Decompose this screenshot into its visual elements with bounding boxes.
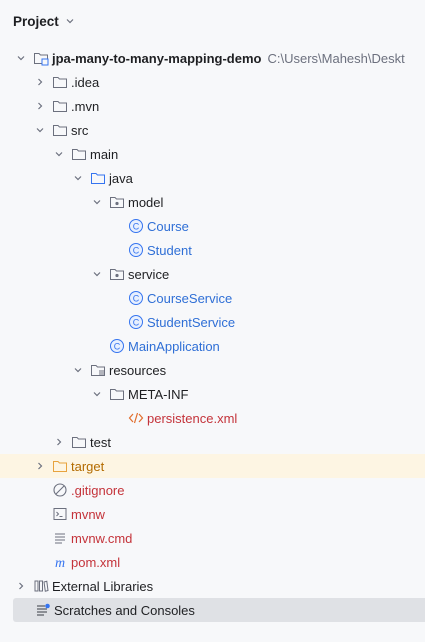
- tree-item-label: model: [128, 194, 164, 210]
- class-icon: C: [128, 314, 144, 330]
- scratches-icon: [35, 602, 51, 618]
- tree-item-label: StudentService: [147, 314, 236, 330]
- project-view-title: Project: [13, 13, 59, 29]
- tree-item-label: MainApplication: [128, 338, 220, 354]
- tree-item-test[interactable]: test: [0, 430, 425, 454]
- svg-text:C: C: [133, 221, 140, 231]
- chevron-right-icon[interactable]: [34, 100, 46, 112]
- tree-item-label: Course: [147, 218, 189, 234]
- class-icon: C: [109, 338, 125, 354]
- shell-script-icon: [52, 506, 68, 522]
- svg-text:C: C: [133, 245, 140, 255]
- class-icon: C: [128, 290, 144, 306]
- tree-item-label: service: [128, 266, 170, 282]
- chevron-right-icon[interactable]: [34, 460, 46, 472]
- tree-item-label: resources: [109, 362, 167, 378]
- tree-item-label: .mvn: [71, 98, 100, 114]
- tree-item-course-service[interactable]: C CourseService: [0, 286, 425, 310]
- tree-item-main-application[interactable]: C MainApplication: [0, 334, 425, 358]
- tree-item-scratches-and-consoles[interactable]: Scratches and Consoles: [13, 598, 425, 622]
- tree-item-meta-inf[interactable]: META-INF: [0, 382, 425, 406]
- chevron-down-icon[interactable]: [53, 148, 65, 160]
- tree-item-label: Scratches and Consoles: [54, 602, 195, 618]
- tree-item-label: target: [71, 458, 105, 474]
- tree-item-label: jpa-many-to-many-mapping-demo: [52, 50, 262, 66]
- tree-item-target[interactable]: target: [0, 454, 425, 478]
- xml-file-icon: [128, 410, 144, 426]
- tree-item-pom-xml[interactable]: m pom.xml: [0, 550, 425, 574]
- maven-icon: m: [52, 554, 68, 570]
- tree-item-mvnw[interactable]: mvnw: [0, 502, 425, 526]
- tree-item-external-libraries[interactable]: External Libraries: [0, 574, 425, 598]
- tree-item-label: src: [71, 122, 89, 138]
- svg-text:C: C: [133, 293, 140, 303]
- chevron-right-icon[interactable]: [53, 436, 65, 448]
- project-view-header[interactable]: Project: [13, 11, 75, 31]
- tree-item-label: pom.xml: [71, 554, 121, 570]
- folder-icon: [109, 386, 125, 402]
- tree-item-model[interactable]: model: [0, 190, 425, 214]
- tree-item-student-service[interactable]: C StudentService: [0, 310, 425, 334]
- svg-text:m: m: [55, 556, 65, 570]
- module-folder-icon: [33, 50, 49, 66]
- tree-item-mvn-folder[interactable]: .mvn: [0, 94, 425, 118]
- tree-item-label: java: [109, 170, 133, 186]
- tree-item-main[interactable]: main: [0, 142, 425, 166]
- folder-icon: [52, 98, 68, 114]
- chevron-right-icon[interactable]: [34, 76, 46, 88]
- folder-icon: [52, 122, 68, 138]
- tree-item-course[interactable]: C Course: [0, 214, 425, 238]
- chevron-down-icon[interactable]: [72, 172, 84, 184]
- chevron-right-icon[interactable]: [15, 580, 27, 592]
- source-folder-icon: [90, 170, 106, 186]
- tree-item-gitignore[interactable]: .gitignore: [0, 478, 425, 502]
- chevron-down-icon[interactable]: [34, 124, 46, 136]
- tree-item-student[interactable]: C Student: [0, 238, 425, 262]
- tree-item-label: mvnw.cmd: [71, 530, 133, 546]
- chevron-down-icon[interactable]: [72, 364, 84, 376]
- tree-item-label: META-INF: [128, 386, 189, 402]
- folder-icon: [71, 146, 87, 162]
- chevron-down-icon[interactable]: [15, 52, 27, 64]
- resources-folder-icon: [90, 362, 106, 378]
- project-path: C:\Users\Mahesh\Deskt: [267, 50, 405, 66]
- package-icon: [109, 266, 125, 282]
- tree-item-service[interactable]: service: [0, 262, 425, 286]
- class-icon: C: [128, 218, 144, 234]
- tree-item-label: .gitignore: [71, 482, 125, 498]
- tree-item-mvnw-cmd[interactable]: mvnw.cmd: [0, 526, 425, 550]
- tree-item-label: .idea: [71, 74, 100, 90]
- ignore-file-icon: [52, 482, 68, 498]
- chevron-down-icon[interactable]: [91, 268, 103, 280]
- chevron-down-icon[interactable]: [65, 14, 75, 29]
- tree-item-java[interactable]: java: [0, 166, 425, 190]
- tree-item-label: test: [90, 434, 111, 450]
- tree-item-src[interactable]: src: [0, 118, 425, 142]
- tree-item-label: persistence.xml: [147, 410, 238, 426]
- tree-item-label: mvnw: [71, 506, 105, 522]
- tree-item-idea[interactable]: .idea: [0, 70, 425, 94]
- excluded-folder-icon: [52, 458, 68, 474]
- library-icon: [33, 578, 49, 594]
- chevron-down-icon[interactable]: [91, 196, 103, 208]
- tree-item-label: Student: [147, 242, 192, 258]
- text-file-icon: [52, 530, 68, 546]
- svg-text:C: C: [114, 341, 121, 351]
- package-icon: [109, 194, 125, 210]
- folder-icon: [52, 74, 68, 90]
- tree-item-label: CourseService: [147, 290, 233, 306]
- tree-item-root[interactable]: jpa-many-to-many-mapping-demo C:\Users\M…: [0, 46, 425, 70]
- tree-item-label: main: [90, 146, 119, 162]
- chevron-down-icon[interactable]: [91, 388, 103, 400]
- tree-item-persistence-xml[interactable]: persistence.xml: [0, 406, 425, 430]
- class-icon: C: [128, 242, 144, 258]
- tree-item-label: External Libraries: [52, 578, 154, 594]
- folder-icon: [71, 434, 87, 450]
- tree-item-resources[interactable]: resources: [0, 358, 425, 382]
- svg-text:C: C: [133, 317, 140, 327]
